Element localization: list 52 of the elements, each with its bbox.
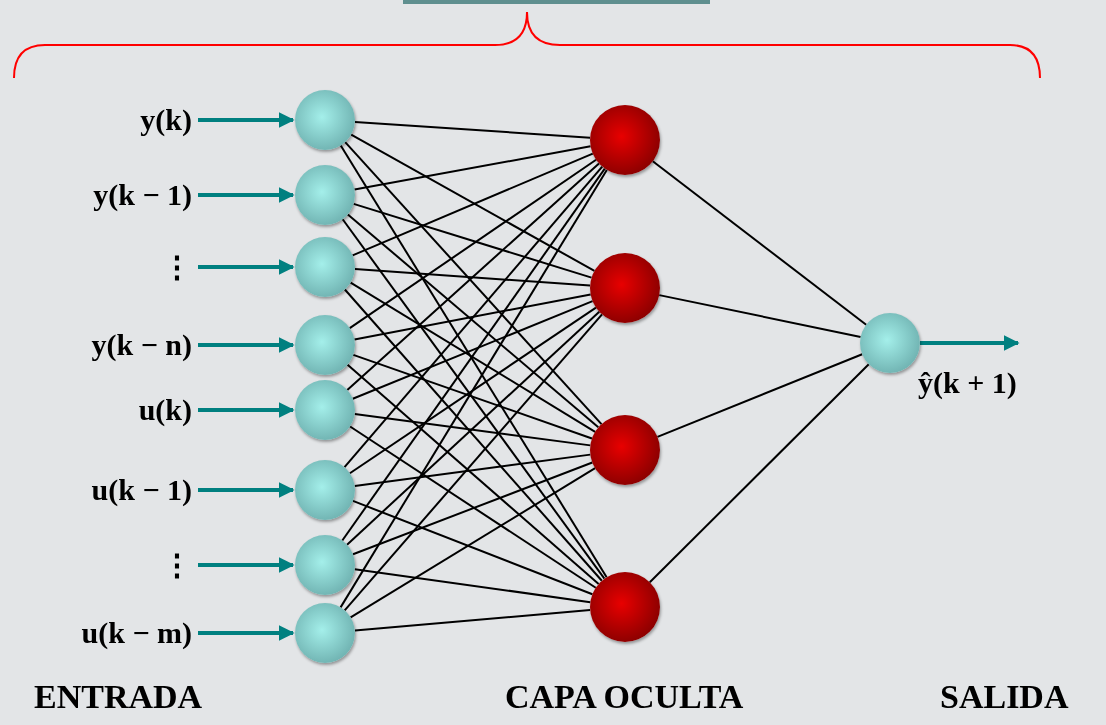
input-label: u(k) xyxy=(138,395,192,425)
arrow xyxy=(198,259,295,275)
connection-line xyxy=(353,145,592,191)
layer-label: ENTRADA xyxy=(34,680,203,714)
connection-line xyxy=(353,453,592,488)
layer-label: CAPA OCULTA xyxy=(505,680,744,714)
input-label: u(k − 1) xyxy=(91,475,192,505)
connection-line xyxy=(349,425,597,589)
connection-line xyxy=(658,294,862,338)
connection-line xyxy=(349,281,597,433)
connection-line xyxy=(348,306,597,475)
connection-line xyxy=(350,133,596,272)
connection-line xyxy=(346,213,600,429)
connection-line xyxy=(353,293,592,341)
input-label: u(k − m) xyxy=(81,618,192,648)
input-label: ⋮ xyxy=(162,252,192,282)
arrow xyxy=(198,187,295,203)
connection-line xyxy=(352,461,594,556)
arrow xyxy=(198,482,295,498)
connection-line xyxy=(343,165,604,469)
connection-line xyxy=(341,218,606,580)
connection-line xyxy=(656,353,864,438)
input-label: y(k) xyxy=(140,105,192,135)
input-label: y(k − n) xyxy=(91,330,192,360)
layer-label: SALIDA xyxy=(940,680,1069,714)
connection-line xyxy=(353,412,592,447)
connection-line xyxy=(348,158,598,330)
output-label: ŷ(k + 1) xyxy=(918,368,1017,398)
connection-line xyxy=(648,363,870,584)
connection-line xyxy=(351,300,594,400)
connection-line xyxy=(341,167,606,542)
connection-line xyxy=(353,568,592,604)
connection-line xyxy=(343,288,603,582)
connection-line xyxy=(346,162,600,391)
connection-line xyxy=(349,467,597,619)
connection-line xyxy=(651,160,868,326)
connection-line xyxy=(346,310,601,546)
connection-line xyxy=(344,141,603,426)
connection-line xyxy=(346,363,600,585)
arrow xyxy=(198,402,295,418)
input-label: ⋮ xyxy=(162,550,192,580)
arrow xyxy=(198,557,295,573)
arrow xyxy=(198,112,295,128)
input-label: y(k − 1) xyxy=(93,180,192,210)
arrow xyxy=(920,335,1020,351)
connection-line xyxy=(352,202,593,279)
arrow xyxy=(198,337,295,353)
connection-line xyxy=(351,152,594,257)
connection-line xyxy=(351,499,594,596)
arrow xyxy=(198,625,295,641)
connection-line xyxy=(352,353,593,440)
connection-line xyxy=(343,313,604,612)
